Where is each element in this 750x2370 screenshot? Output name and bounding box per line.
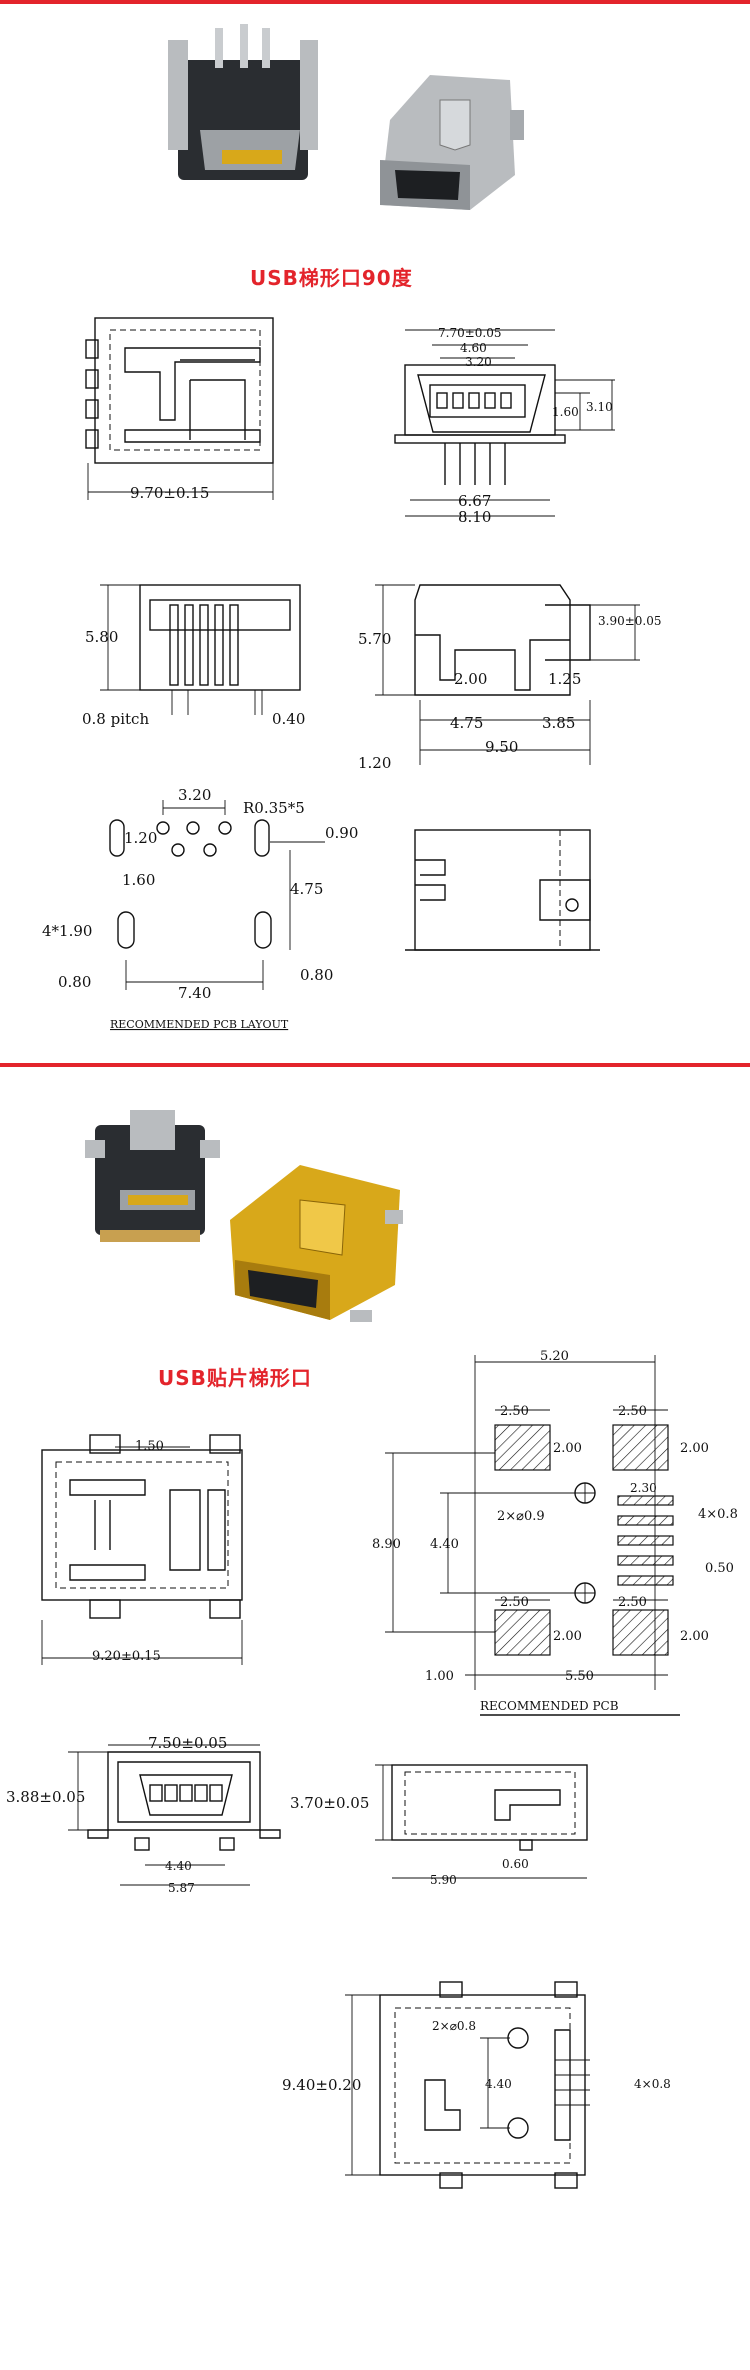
pcb-120: 1.20 [124, 829, 157, 847]
section1-caption: RECOMMENDED PCB LAYOUT [110, 1018, 289, 1031]
pad-a-250: 2.50 [500, 1404, 529, 1419]
side-profile-drawing [375, 584, 640, 765]
pcb-475: 4.75 [290, 880, 323, 898]
dim-060: 0.60 [502, 1857, 529, 1871]
slots-08b: 4×0.8 [634, 2077, 671, 2091]
pcb-080a: 0.80 [58, 973, 91, 991]
dim-120: 1.20 [358, 754, 391, 772]
middle-red-rule [0, 1063, 750, 1067]
dim-390: 3.90±0.05 [598, 614, 662, 628]
pad-d-200: 2.00 [680, 1629, 709, 1644]
top-view-drawing [85, 317, 274, 500]
holes-09: 2×⌀0.9 [497, 1509, 545, 1524]
pcb-320: 3.20 [178, 786, 211, 804]
dim-590: 5.90 [430, 1873, 457, 1887]
dim-040: 0.40 [272, 710, 305, 728]
dim-320: 3.20 [465, 355, 492, 369]
dim-810: 8.10 [458, 508, 491, 526]
dim-920: 9.20±0.15 [92, 1649, 161, 1664]
dim-440b: 4.40 [165, 1859, 192, 1873]
dim-440: 4.40 [430, 1537, 459, 1552]
smd-connector-photo-gold [230, 1165, 403, 1322]
dim-385: 3.85 [542, 714, 575, 732]
dim-pitch: 0.8 pitch [82, 710, 149, 728]
right-angle-connector-photo-a [168, 24, 318, 180]
dim-940: 9.40±0.20 [282, 2076, 361, 2094]
dim-550: 5.50 [565, 1669, 594, 1684]
pcb-160: 1.60 [122, 871, 155, 889]
pin-side-drawing [100, 584, 301, 715]
pad-a-200: 2.00 [553, 1441, 582, 1456]
dim-440c: 4.40 [485, 2077, 512, 2091]
right-angle-connector-photo-b [380, 75, 524, 210]
dim-520: 5.20 [540, 1349, 569, 1364]
pcb-080b: 0.80 [300, 966, 333, 984]
dim-200: 2.00 [454, 670, 487, 688]
holes-08: 2×⌀0.8 [432, 2019, 476, 2033]
dim-150: 1.50 [135, 1439, 164, 1454]
dim-310: 3.10 [586, 400, 613, 414]
dim-580: 5.80 [85, 628, 118, 646]
dim-950: 9.50 [485, 738, 518, 756]
smd-pcb-drawing [385, 1355, 680, 1716]
dim-970: 9.70±0.15 [130, 484, 209, 502]
pcb-layout-drawing [109, 800, 325, 990]
pad-b-250: 2.50 [618, 1404, 647, 1419]
pcb-740: 7.40 [178, 984, 211, 1002]
section1-photos [168, 24, 524, 210]
dim-230: 2.30 [630, 1481, 657, 1495]
dim-570: 5.70 [358, 630, 391, 648]
side-outline-drawing [405, 829, 600, 951]
front-view-drawing [394, 329, 615, 517]
pad-d-250: 2.50 [618, 1595, 647, 1610]
top-red-rule [0, 0, 750, 4]
dim-460: 4.60 [460, 341, 487, 355]
section2-title: USB贴片梯形口 [158, 1366, 312, 1390]
section2-drawings: 1.50 9.20±0.15 5.20 2.50 2. [6, 1349, 738, 2189]
dim-890: 8.90 [372, 1537, 401, 1552]
dim-475: 4.75 [450, 714, 483, 732]
dim-100: 1.00 [425, 1669, 454, 1684]
section1-title: USB梯形口90度 [250, 266, 413, 290]
slots-08: 4×0.8 [698, 1507, 738, 1522]
dim-370: 3.70±0.05 [290, 1794, 369, 1812]
pad-c-200: 2.00 [553, 1629, 582, 1644]
dim-050: 0.50 [705, 1561, 734, 1576]
smd-connector-photo-black [85, 1110, 220, 1242]
smd-side-view-drawing [375, 1764, 588, 1879]
smd-bottom-view-drawing [345, 1981, 590, 2189]
dim-125: 1.25 [548, 670, 581, 688]
dim-388: 3.88±0.05 [6, 1788, 85, 1806]
pcb-090: 0.90 [325, 824, 358, 842]
pcb-r035: R0.35*5 [243, 799, 305, 817]
smd-front-view-drawing [68, 1744, 281, 1886]
section2-caption: RECOMMENDED PCB [480, 1699, 619, 1713]
dim-667: 6.67 [458, 492, 491, 510]
pad-c-250: 2.50 [500, 1595, 529, 1610]
dim-750: 7.50±0.05 [148, 1734, 227, 1752]
dim-587: 5.87 [168, 1881, 195, 1895]
dim-770: 7.70±0.05 [438, 326, 502, 340]
pad-b-200: 2.00 [680, 1441, 709, 1456]
dim-160: 1.60 [552, 405, 579, 419]
section2-photos [85, 1110, 403, 1322]
smd-top-view-drawing [41, 1434, 243, 1665]
section1-drawings: 9.70±0.15 7.70±0.05 4.60 3.20 1.60 3.10 … [42, 317, 662, 1031]
pcb-4x190: 4*1.90 [42, 922, 92, 940]
